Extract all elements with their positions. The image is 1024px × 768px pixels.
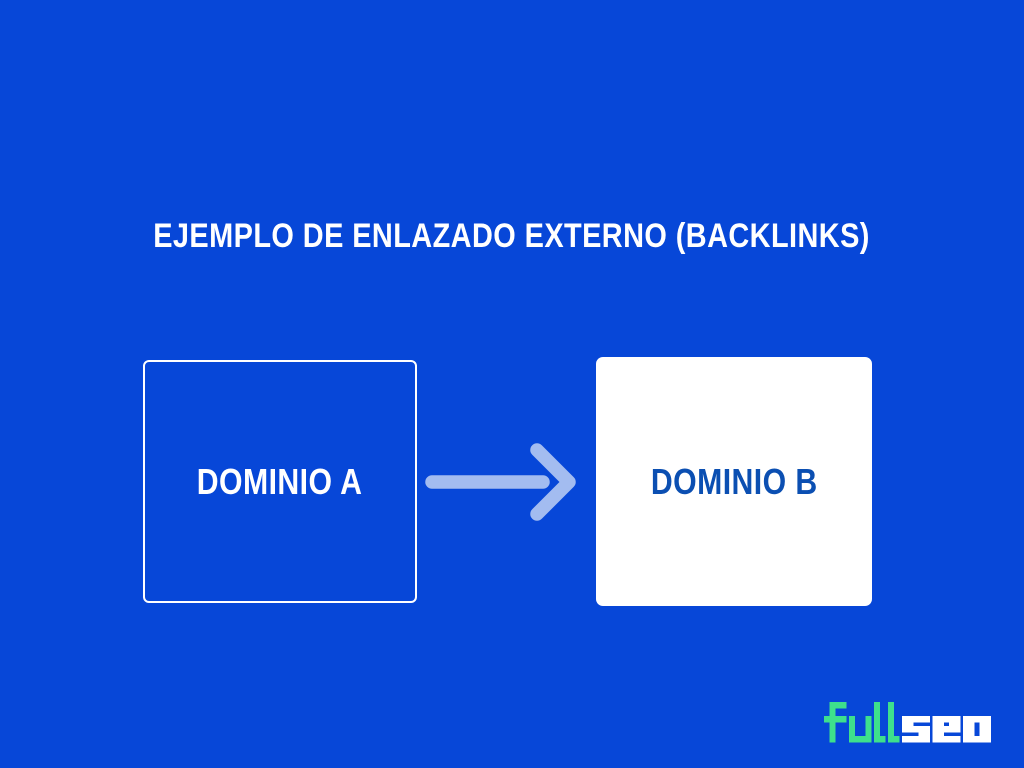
slide-title-text: EJEMPLO DE ENLAZADO EXTERNO (BACKLINKS) <box>153 217 871 255</box>
domain-b-box: DOMINIO B <box>596 357 872 606</box>
arrow-right-icon <box>425 428 580 538</box>
domain-a-label: DOMINIO A <box>197 460 363 502</box>
slide-title: EJEMPLO DE ENLAZADO EXTERNO (BACKLINKS) <box>0 219 1024 253</box>
domain-a-box: DOMINIO A <box>143 360 417 603</box>
domain-b-label: DOMINIO B <box>650 460 818 502</box>
fullseo-logo <box>824 702 1004 744</box>
